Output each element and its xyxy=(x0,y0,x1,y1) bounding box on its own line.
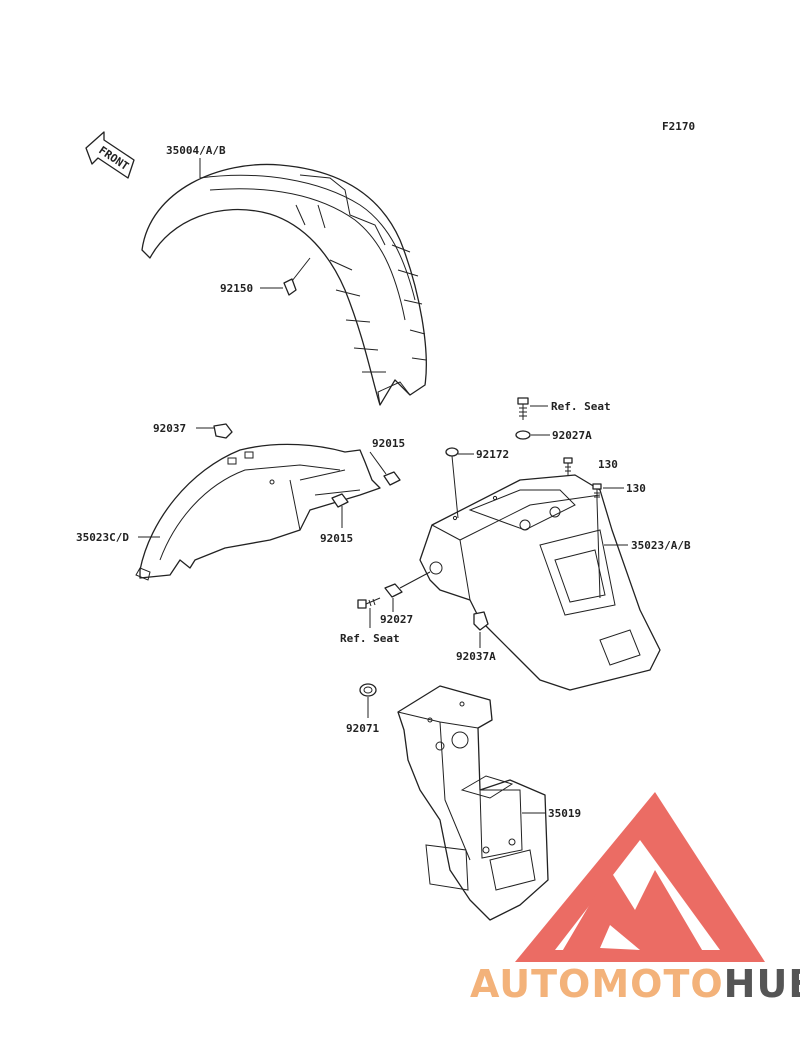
nut-92015-bottom-callout: 92015 xyxy=(320,532,353,545)
nut-92015-bottom-icon xyxy=(331,493,349,508)
clip-92037-callout: 92037 xyxy=(153,422,186,435)
front-arrow-icon: FRONT xyxy=(85,131,135,179)
screw-92172-callout: 92172 xyxy=(476,448,509,461)
washer-92027-icon xyxy=(384,571,431,598)
front-fender-callout: 35023/A/B xyxy=(631,539,691,552)
bolt-130-b-callout: 130 xyxy=(626,482,646,495)
watermark-text-part2: HUB xyxy=(723,962,800,1006)
bolt-ref-seat-bottom-icon xyxy=(357,597,381,609)
inner-fender-part xyxy=(135,443,381,581)
grommet-92071-callout: 92071 xyxy=(346,722,379,735)
bolt-ref-seat-top-icon xyxy=(517,397,529,420)
bolt-ref-seat-top-callout: Ref. Seat xyxy=(551,400,611,413)
nut-92015-top-callout: 92015 xyxy=(372,437,405,450)
clip-92037A-icon xyxy=(473,611,489,631)
clip-92037-icon xyxy=(213,423,233,439)
bracket-35019-callout: 35019 xyxy=(548,807,581,820)
rear-fender-callout: 35004/A/B xyxy=(166,144,226,157)
nut-92015-top-icon xyxy=(383,471,401,486)
bolt-130-b-icon xyxy=(592,483,602,599)
bolt-130-a-callout: 130 xyxy=(598,458,618,471)
figure-code: F2170 xyxy=(662,120,695,133)
front-fender-part xyxy=(419,474,661,691)
washer-92027A-icon xyxy=(515,430,531,440)
grommet-92071-icon xyxy=(359,683,377,697)
watermark-text: AUTOMOTOHUB xyxy=(470,962,800,1006)
bolt-92150-callout: 92150 xyxy=(220,282,253,295)
rear-fender-part xyxy=(141,163,427,406)
bolt-92150-icon xyxy=(283,257,311,296)
washer-92027-callout: 92027 xyxy=(380,613,413,626)
bracket-35019-part xyxy=(397,685,549,921)
inner-fender-callout: 35023C/D xyxy=(76,531,129,544)
bolt-130-a-icon xyxy=(563,457,573,476)
watermark-logo-icon xyxy=(515,792,765,962)
watermark-text-part1: AUTOMOTO xyxy=(470,962,724,1006)
washer-92027A-callout: 92027A xyxy=(552,429,592,442)
clip-92037A-callout: 92037A xyxy=(456,650,496,663)
screw-92172-icon xyxy=(445,447,459,519)
bolt-ref-seat-bottom-callout: Ref. Seat xyxy=(340,632,400,645)
